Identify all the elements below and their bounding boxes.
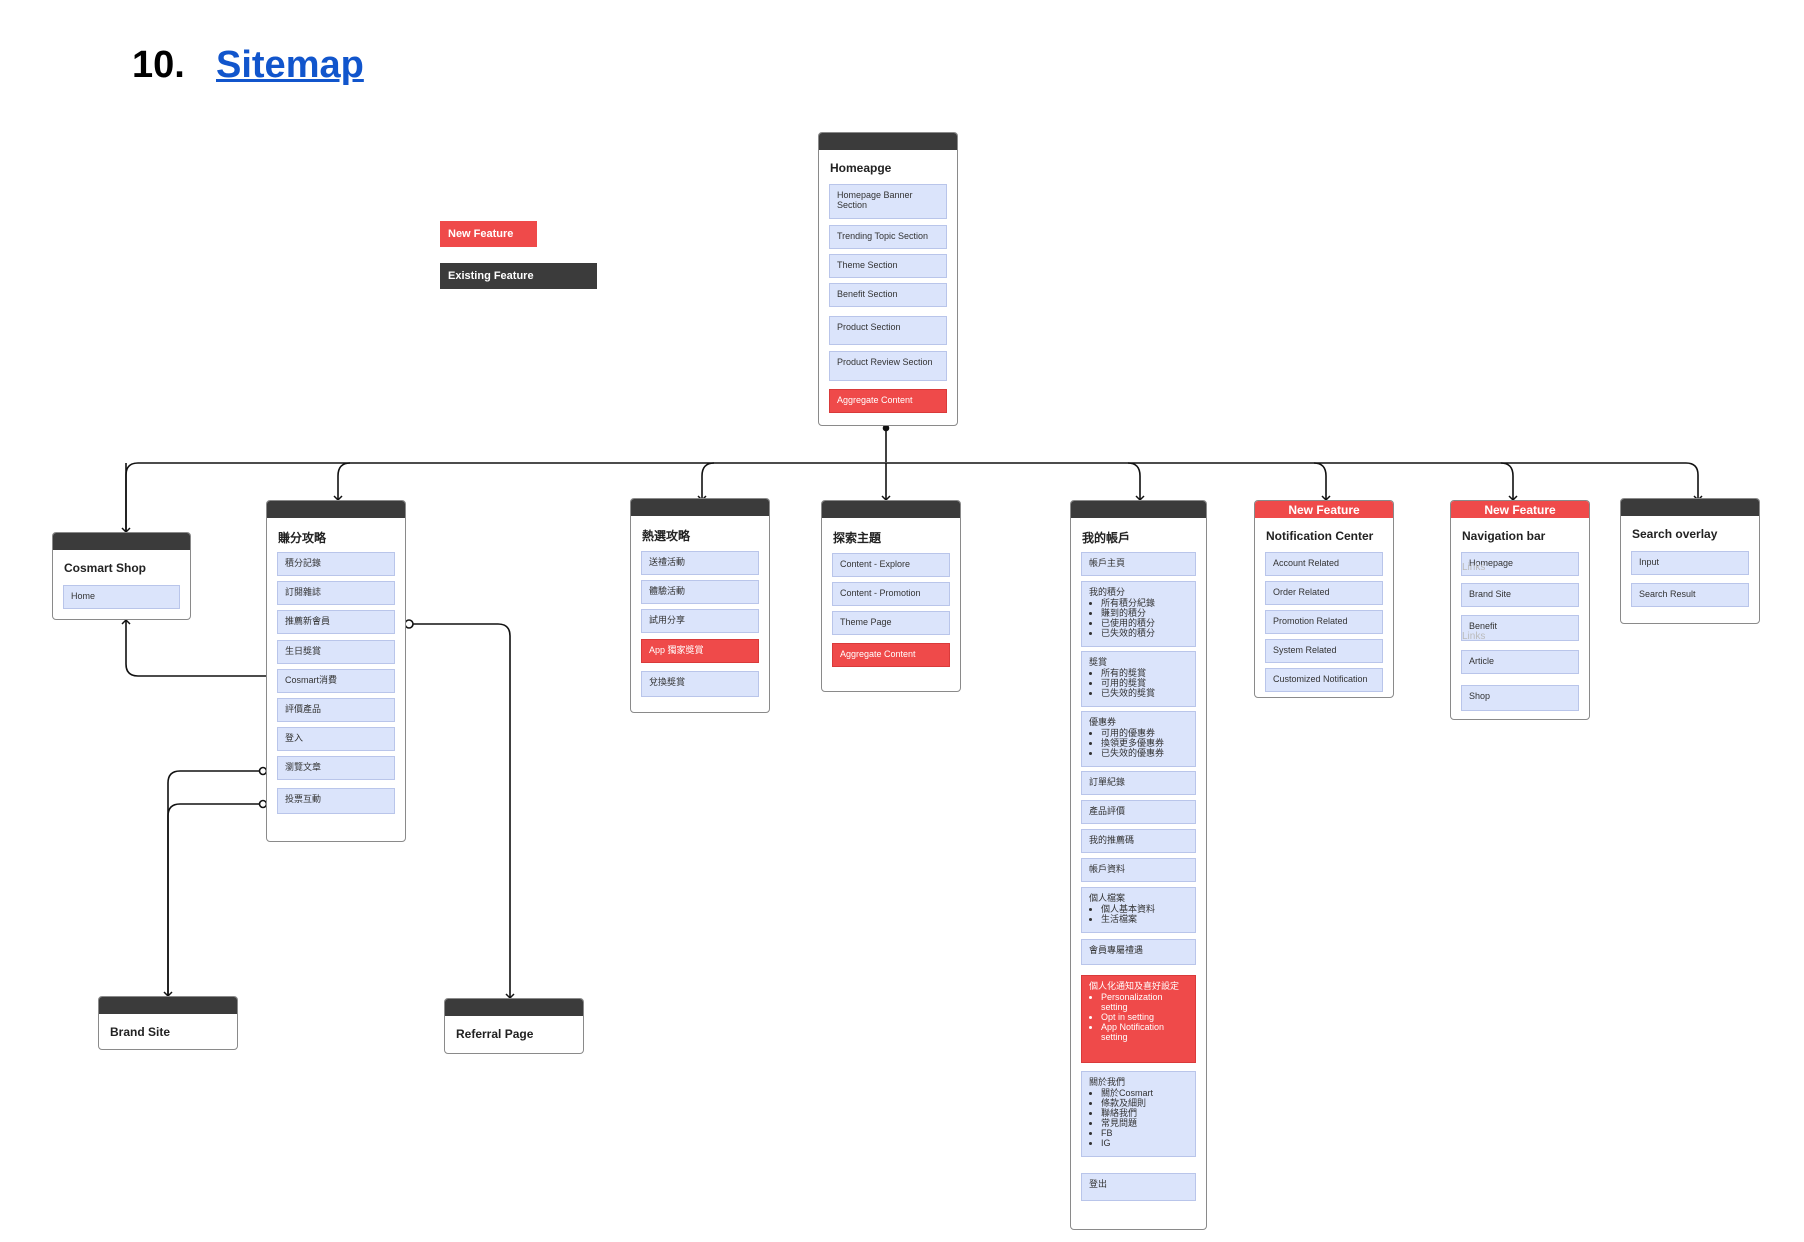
notification-item[interactable]: Account Related bbox=[1265, 552, 1383, 576]
earn-item[interactable]: 瀏覽文章 bbox=[277, 756, 395, 780]
notification-item[interactable]: Customized Notification bbox=[1265, 668, 1383, 692]
card-title: 探索主題 bbox=[833, 531, 882, 545]
my-account-card: 我的帳戶 帳戶主頁 我的積分 所有積分紀錄賺到的積分已使用的積分已失效的積分 獎… bbox=[1070, 500, 1207, 1230]
explore-item[interactable]: Theme Page bbox=[832, 611, 950, 635]
card-header bbox=[631, 499, 769, 516]
earn-points-card: 賺分攻略 積分記錄 訂閱雜誌 推薦新會員 生日獎賞 Cosmart消費 評價產品… bbox=[266, 500, 406, 842]
hot-picks-card: 熱選攻略 送禮活動 體驗活動 試用分享 App 獨家獎賞 兌換獎賞 bbox=[630, 498, 770, 713]
cosmart-shop-card: Cosmart Shop Home bbox=[52, 532, 191, 620]
account-coupons-item[interactable]: 優惠券 可用的優惠券換領更多優惠券已失效的優惠券 bbox=[1081, 711, 1196, 767]
hot-item[interactable]: 兌換獎賞 bbox=[641, 671, 759, 697]
account-logout-item[interactable]: 登出 bbox=[1081, 1173, 1196, 1201]
earn-item[interactable]: 生日獎賞 bbox=[277, 640, 395, 664]
account-item[interactable]: 我的推薦碼 bbox=[1081, 829, 1196, 853]
homepage-card: Homeapge Homepage Banner Section Trendin… bbox=[818, 132, 958, 426]
card-title: Search overlay bbox=[1632, 527, 1718, 541]
card-title: Cosmart Shop bbox=[64, 561, 147, 575]
account-personalization-item[interactable]: 個人化通知及喜好設定 Personalization settingOpt in… bbox=[1081, 975, 1196, 1063]
hot-item[interactable]: 試用分享 bbox=[641, 609, 759, 633]
explore-item[interactable]: Content - Promotion bbox=[832, 582, 950, 606]
hot-item[interactable]: 體驗活動 bbox=[641, 580, 759, 604]
card-header bbox=[822, 501, 960, 518]
card-title: Navigation bar bbox=[1462, 529, 1546, 543]
card-header bbox=[53, 533, 190, 550]
section-heading: 10. Sitemap bbox=[132, 44, 364, 87]
search-result-item[interactable]: Search Result bbox=[1631, 583, 1749, 607]
explore-item[interactable]: Content - Explore bbox=[832, 553, 950, 577]
card-title: Homeapge bbox=[830, 161, 892, 175]
notification-item[interactable]: System Related bbox=[1265, 639, 1383, 663]
hot-item-app-reward[interactable]: App 獨家獎賞 bbox=[641, 639, 759, 663]
notification-item[interactable]: Promotion Related bbox=[1265, 610, 1383, 634]
card-header bbox=[1621, 499, 1759, 516]
card-title: 我的帳戶 bbox=[1082, 531, 1131, 545]
card-title: Notification Center bbox=[1266, 529, 1374, 543]
legend-new-feature: New Feature bbox=[440, 221, 537, 247]
nav-item[interactable]: Shop bbox=[1461, 685, 1579, 711]
card-header bbox=[267, 501, 405, 518]
account-about-item[interactable]: 關於我們 關於Cosmart條款及細則聯絡我們常見問題FBIG bbox=[1081, 1071, 1196, 1157]
explore-aggregate-item[interactable]: Aggregate Content bbox=[832, 643, 950, 667]
card-title: Brand Site bbox=[110, 1025, 171, 1039]
ghost-label: Links bbox=[1462, 562, 1486, 573]
homepage-banner-item[interactable]: Homepage Banner Section bbox=[829, 184, 947, 219]
brand-site-card: Brand Site bbox=[98, 996, 238, 1050]
earn-item[interactable]: 登入 bbox=[277, 727, 395, 751]
product-review-item[interactable]: Product Review Section bbox=[829, 351, 947, 381]
card-header-new: New Feature bbox=[1451, 501, 1589, 518]
trending-topic-item[interactable]: Trending Topic Section bbox=[829, 225, 947, 249]
notification-item[interactable]: Order Related bbox=[1265, 581, 1383, 605]
account-item[interactable]: 會員專屬禮遇 bbox=[1081, 939, 1196, 965]
card-header bbox=[819, 133, 957, 150]
theme-section-item[interactable]: Theme Section bbox=[829, 254, 947, 278]
nav-item[interactable]: Homepage bbox=[1461, 552, 1579, 576]
product-section-item[interactable]: Product Section bbox=[829, 316, 947, 345]
nav-item[interactable]: Article bbox=[1461, 650, 1579, 674]
notification-center-card: New Feature Notification Center Account … bbox=[1254, 500, 1394, 698]
nav-item[interactable]: Brand Site bbox=[1461, 583, 1579, 607]
search-input-item[interactable]: Input bbox=[1631, 551, 1749, 575]
card-header-new: New Feature bbox=[1255, 501, 1393, 518]
search-overlay-card: Search overlay Input Search Result bbox=[1620, 498, 1760, 624]
account-item[interactable]: 訂單紀錄 bbox=[1081, 771, 1196, 795]
legend-existing-feature: Existing Feature bbox=[440, 263, 597, 289]
account-profile-item[interactable]: 個人檔案 個人基本資料生活檔案 bbox=[1081, 887, 1196, 933]
card-header bbox=[1071, 501, 1206, 518]
benefit-section-item[interactable]: Benefit Section bbox=[829, 283, 947, 307]
aggregate-content-item[interactable]: Aggregate Content bbox=[829, 389, 947, 413]
account-rewards-item[interactable]: 獎賞 所有的獎賞可用的獎賞已失效的獎賞 bbox=[1081, 651, 1196, 707]
earn-item[interactable]: 投票互動 bbox=[277, 788, 395, 814]
referral-page-card: Referral Page bbox=[444, 998, 584, 1054]
earn-item[interactable]: 訂閱雜誌 bbox=[277, 581, 395, 605]
shop-home-item[interactable]: Home bbox=[63, 585, 180, 609]
card-title: 賺分攻略 bbox=[278, 531, 327, 545]
earn-item[interactable]: Cosmart消費 bbox=[277, 669, 395, 693]
hot-item[interactable]: 送禮活動 bbox=[641, 551, 759, 575]
account-points-item[interactable]: 我的積分 所有積分紀錄賺到的積分已使用的積分已失效的積分 bbox=[1081, 581, 1196, 647]
nav-item[interactable]: Benefit bbox=[1461, 615, 1579, 641]
navigation-bar-card: New Feature Navigation bar Homepage Bran… bbox=[1450, 500, 1590, 720]
earn-item[interactable]: 評價產品 bbox=[277, 698, 395, 722]
card-title: 熱選攻略 bbox=[642, 529, 691, 543]
section-number: 10. bbox=[132, 44, 185, 86]
ghost-label: Links bbox=[1462, 631, 1486, 642]
earn-item[interactable]: 積分記錄 bbox=[277, 552, 395, 576]
account-item[interactable]: 帳戶主頁 bbox=[1081, 552, 1196, 576]
earn-item[interactable]: 推薦新會員 bbox=[277, 610, 395, 634]
sitemap-link[interactable]: Sitemap bbox=[216, 44, 364, 86]
account-item[interactable]: 帳戶資料 bbox=[1081, 858, 1196, 882]
explore-theme-card: 探索主題 Content - Explore Content - Promoti… bbox=[821, 500, 961, 692]
card-header bbox=[445, 999, 583, 1016]
card-header bbox=[99, 997, 237, 1014]
card-title: Referral Page bbox=[456, 1027, 534, 1041]
account-item[interactable]: 產品評價 bbox=[1081, 800, 1196, 824]
